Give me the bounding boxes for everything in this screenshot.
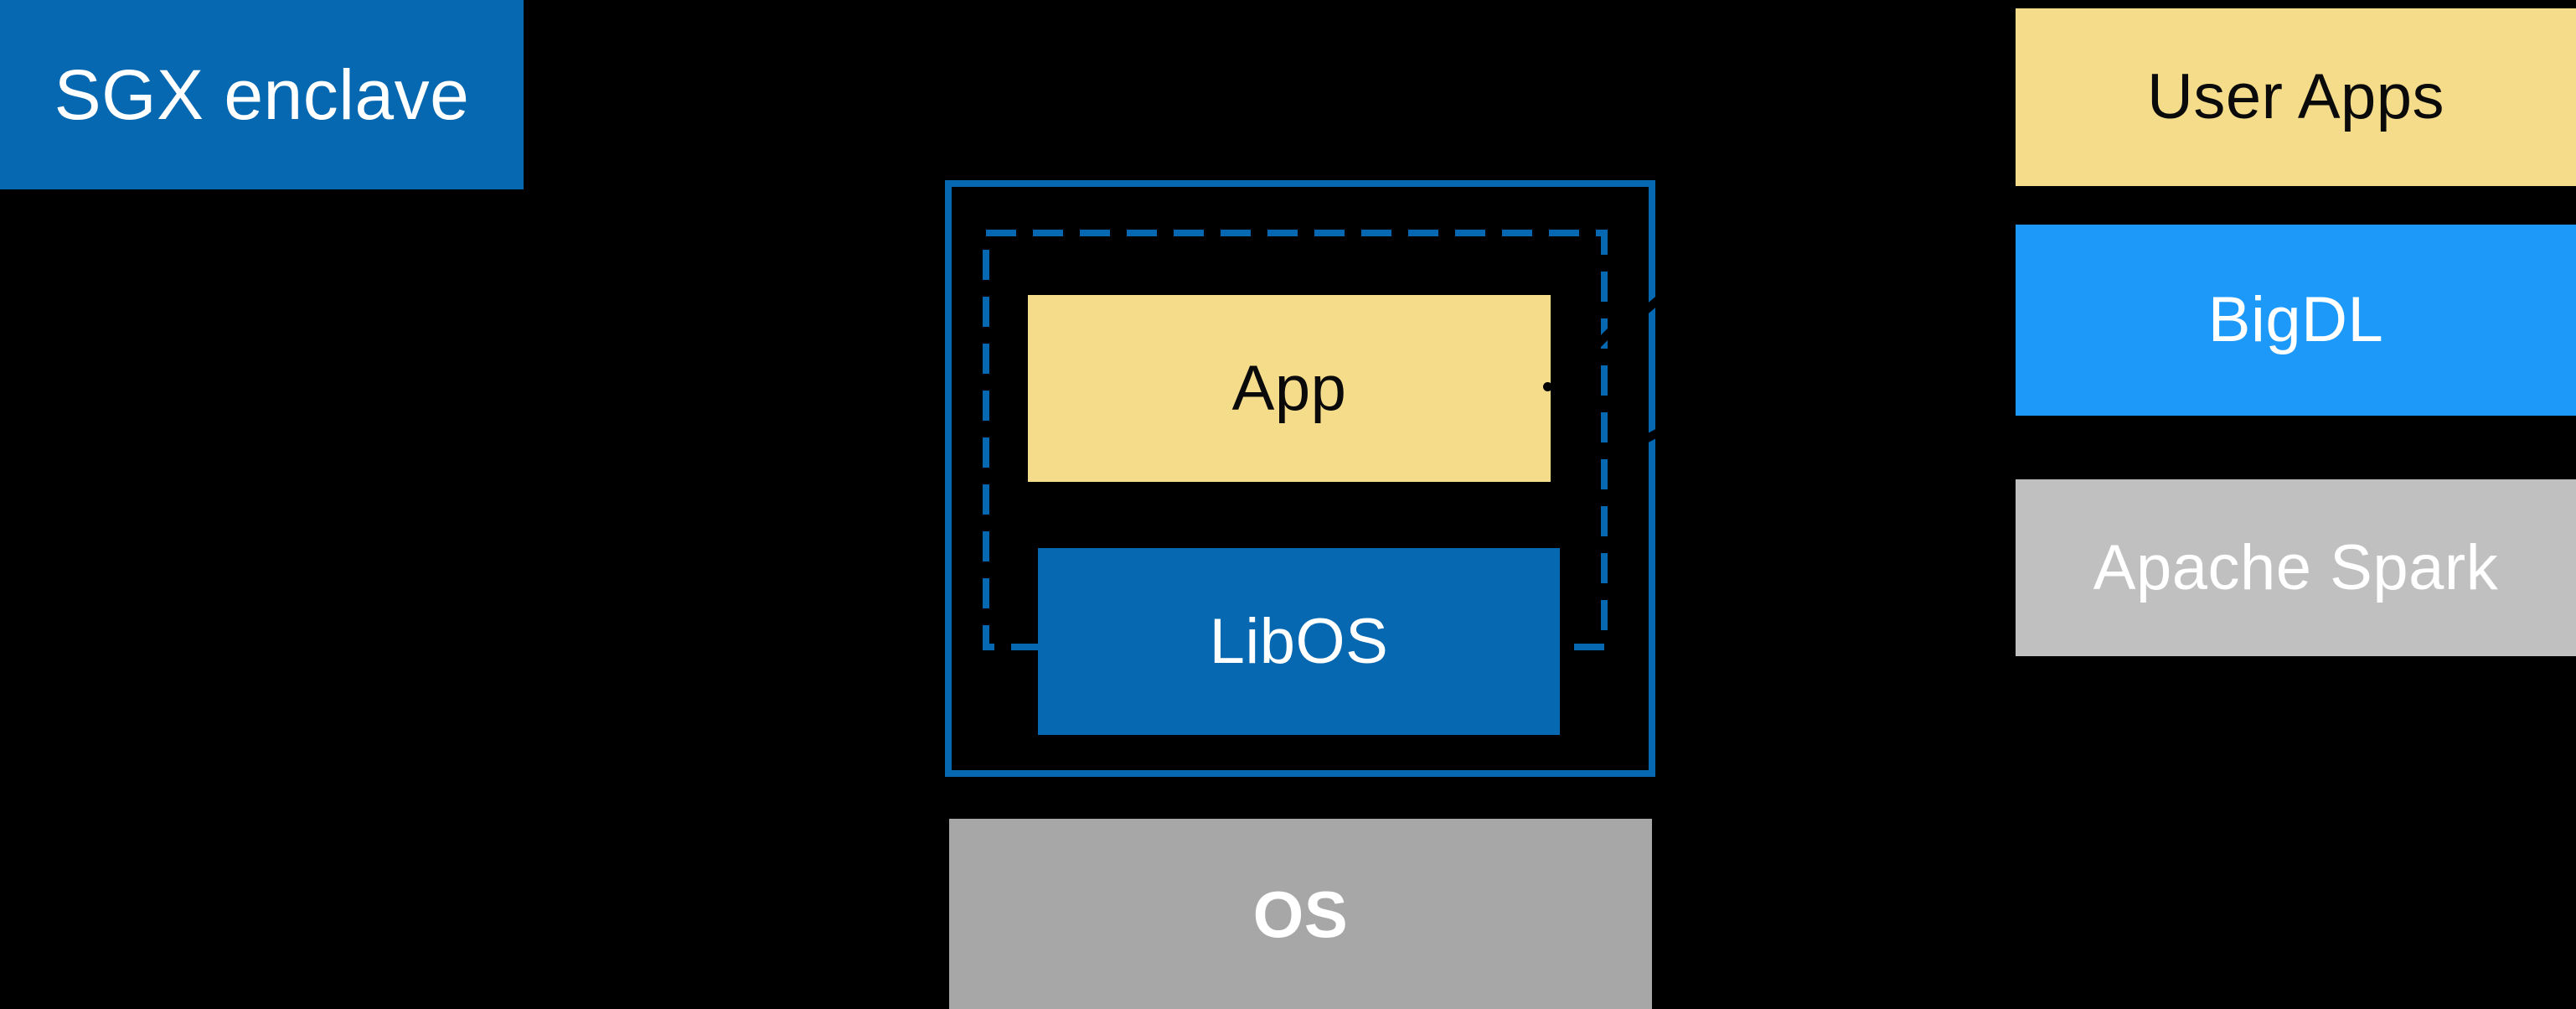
libos-label: LibOS [1209, 605, 1389, 677]
sgx-enclave-box: SGX enclave [0, 0, 524, 189]
app-box: App [1028, 295, 1551, 482]
libos-box: LibOS [1038, 548, 1560, 735]
os-box: OS [949, 819, 1652, 1009]
stack-item-bigdl: BigDL [2016, 225, 2576, 416]
stack-item-user-apps-label: User Apps [2146, 61, 2445, 132]
enclave-outer-border [945, 180, 1655, 777]
os-label: OS [1252, 877, 1349, 951]
app-label: App [1231, 352, 1347, 424]
sgx-enclave-label: SGX enclave [54, 55, 470, 134]
stack-item-user-apps: User Apps [2016, 8, 2576, 186]
arrow-dot-sgx-edge [517, 511, 526, 520]
stack-item-bigdl-label: BigDL [2207, 284, 2384, 355]
stack-item-apache-spark: Apache Spark [2016, 479, 2576, 656]
stack-item-apache-spark-label: Apache Spark [2093, 531, 2499, 603]
arrow-dot-app-edge [1543, 382, 1552, 391]
